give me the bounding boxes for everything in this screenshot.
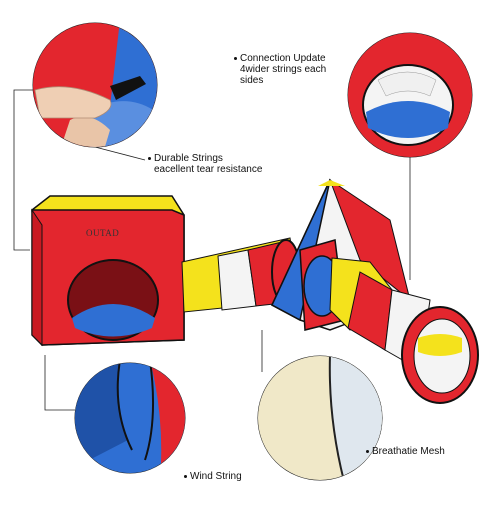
connection-line3: sides <box>240 75 264 86</box>
callout-lines <box>13 89 411 411</box>
square-tent: OUTAD <box>31 195 185 347</box>
label-breathable-mesh: Breathatie Mesh <box>366 446 445 457</box>
strings-line2: eacellent tear resistance <box>154 164 263 175</box>
label-wind-string: Wind String <box>184 471 242 482</box>
bullet-icon <box>366 449 369 453</box>
label-connection-update: Connection Update 4wider strings each si… <box>234 53 326 86</box>
bullet-icon <box>184 474 187 478</box>
bullet-icon <box>234 56 237 60</box>
detail-mesh <box>257 355 383 481</box>
connection-line1: Connection Update <box>240 53 326 64</box>
bullet-icon <box>148 156 151 160</box>
connection-line2: 4wider strings each <box>240 64 327 75</box>
detail-wind-string <box>74 362 186 474</box>
tunnel-right <box>329 257 479 404</box>
wind-text: Wind String <box>190 471 242 482</box>
label-durable-strings: Durable Strings eacellent tear resistanc… <box>148 153 262 175</box>
mesh-text: Breathatie Mesh <box>372 446 445 457</box>
strings-line1: Durable Strings <box>154 153 223 164</box>
detail-connection <box>347 32 473 158</box>
detail-durable-strings <box>32 22 158 148</box>
brand-logo: OUTAD <box>86 228 119 238</box>
